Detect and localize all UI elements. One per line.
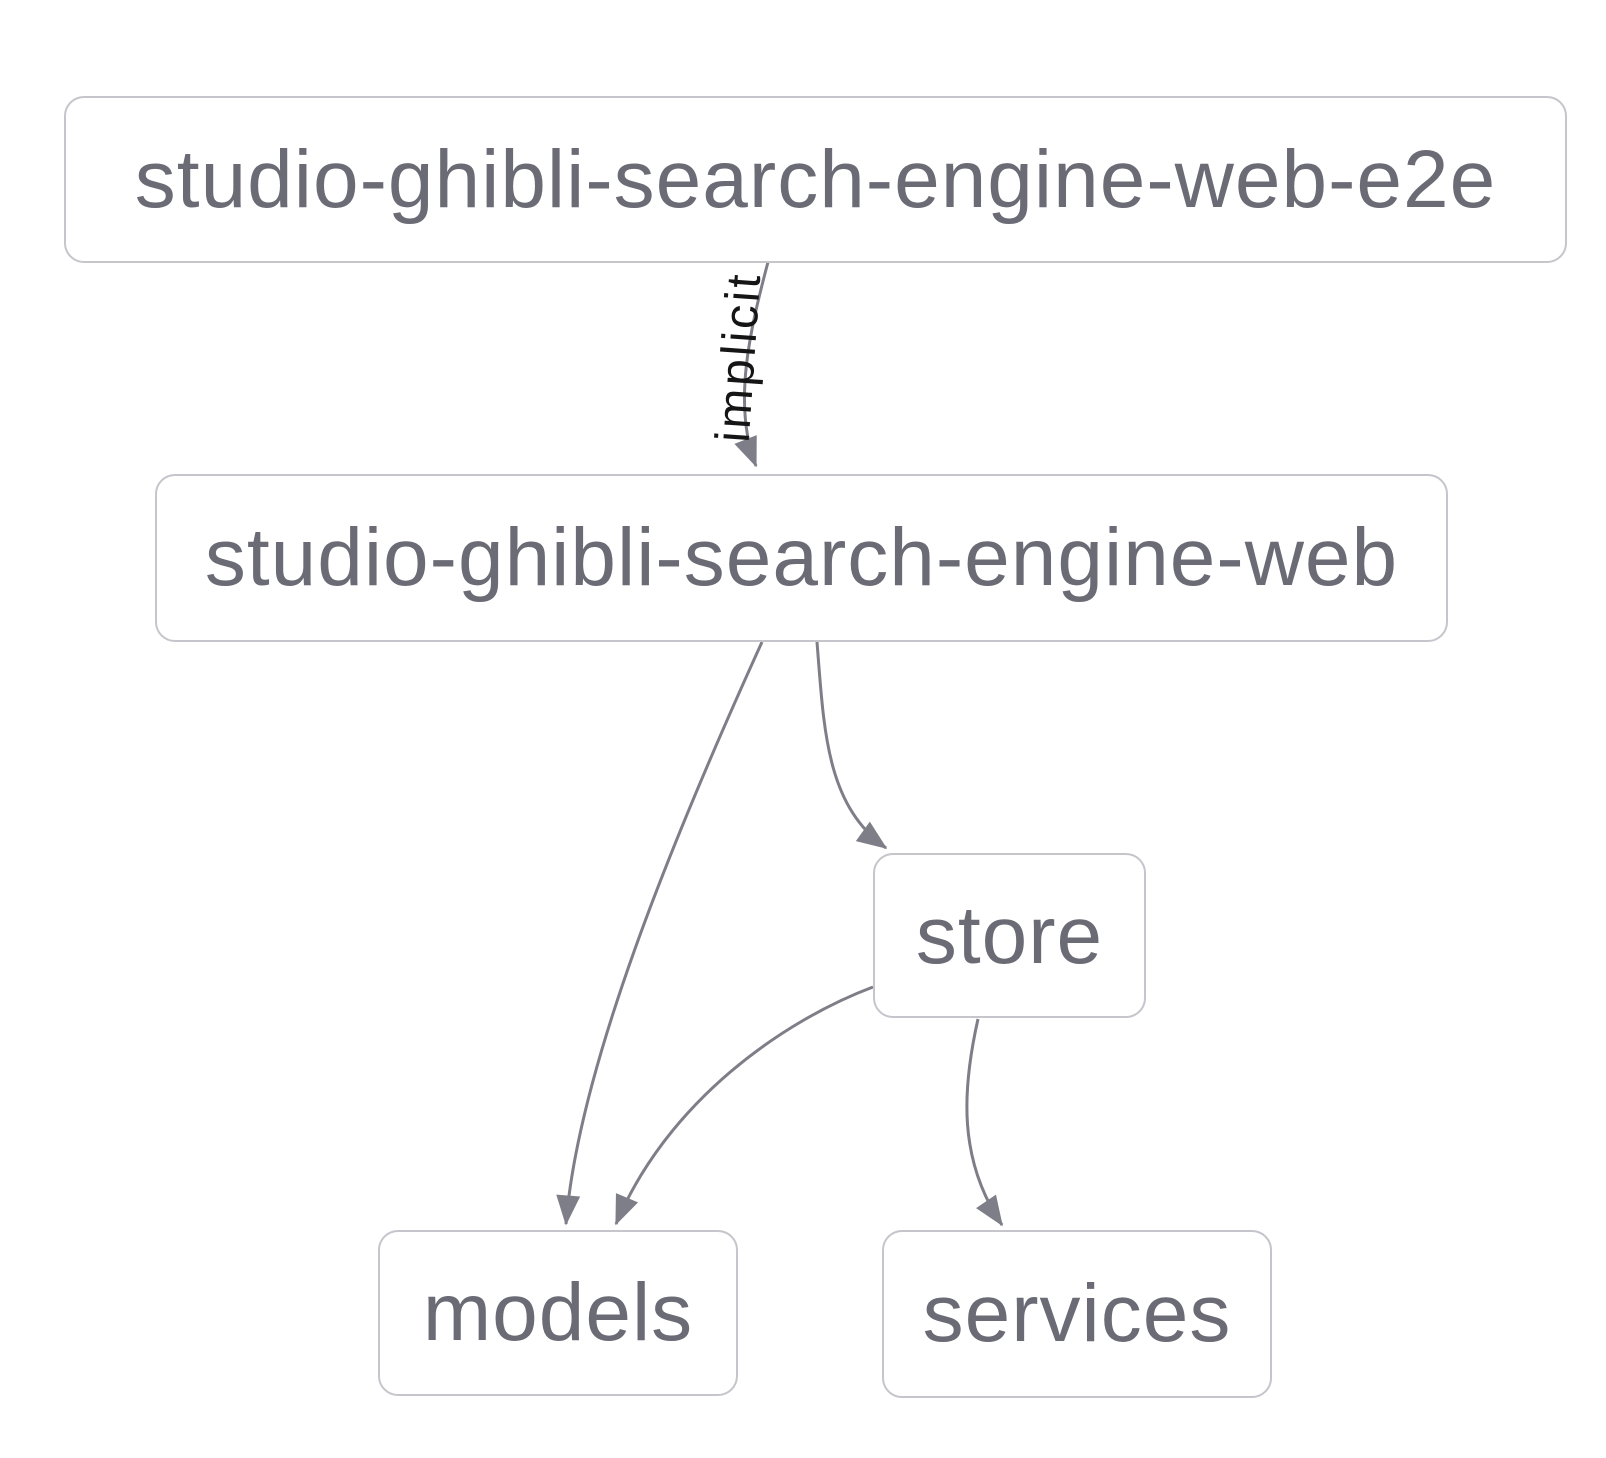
node-store[interactable]: store [873, 853, 1146, 1018]
node-studio-ghibli-search-engine-web[interactable]: studio-ghibli-search-engine-web [155, 474, 1448, 642]
edge-store-to-services [965, 1018, 1004, 1227]
edge-store-to-models [614, 985, 874, 1226]
node-models[interactable]: models [378, 1230, 738, 1396]
edge-e2e-to-web [734, 261, 770, 468]
node-studio-ghibli-search-engine-web-e2e[interactable]: studio-ghibli-search-engine-web-e2e [64, 96, 1567, 263]
edge-web-to-store [815, 641, 888, 850]
edge-web-to-models [556, 641, 764, 1226]
node-services[interactable]: services [882, 1230, 1272, 1398]
